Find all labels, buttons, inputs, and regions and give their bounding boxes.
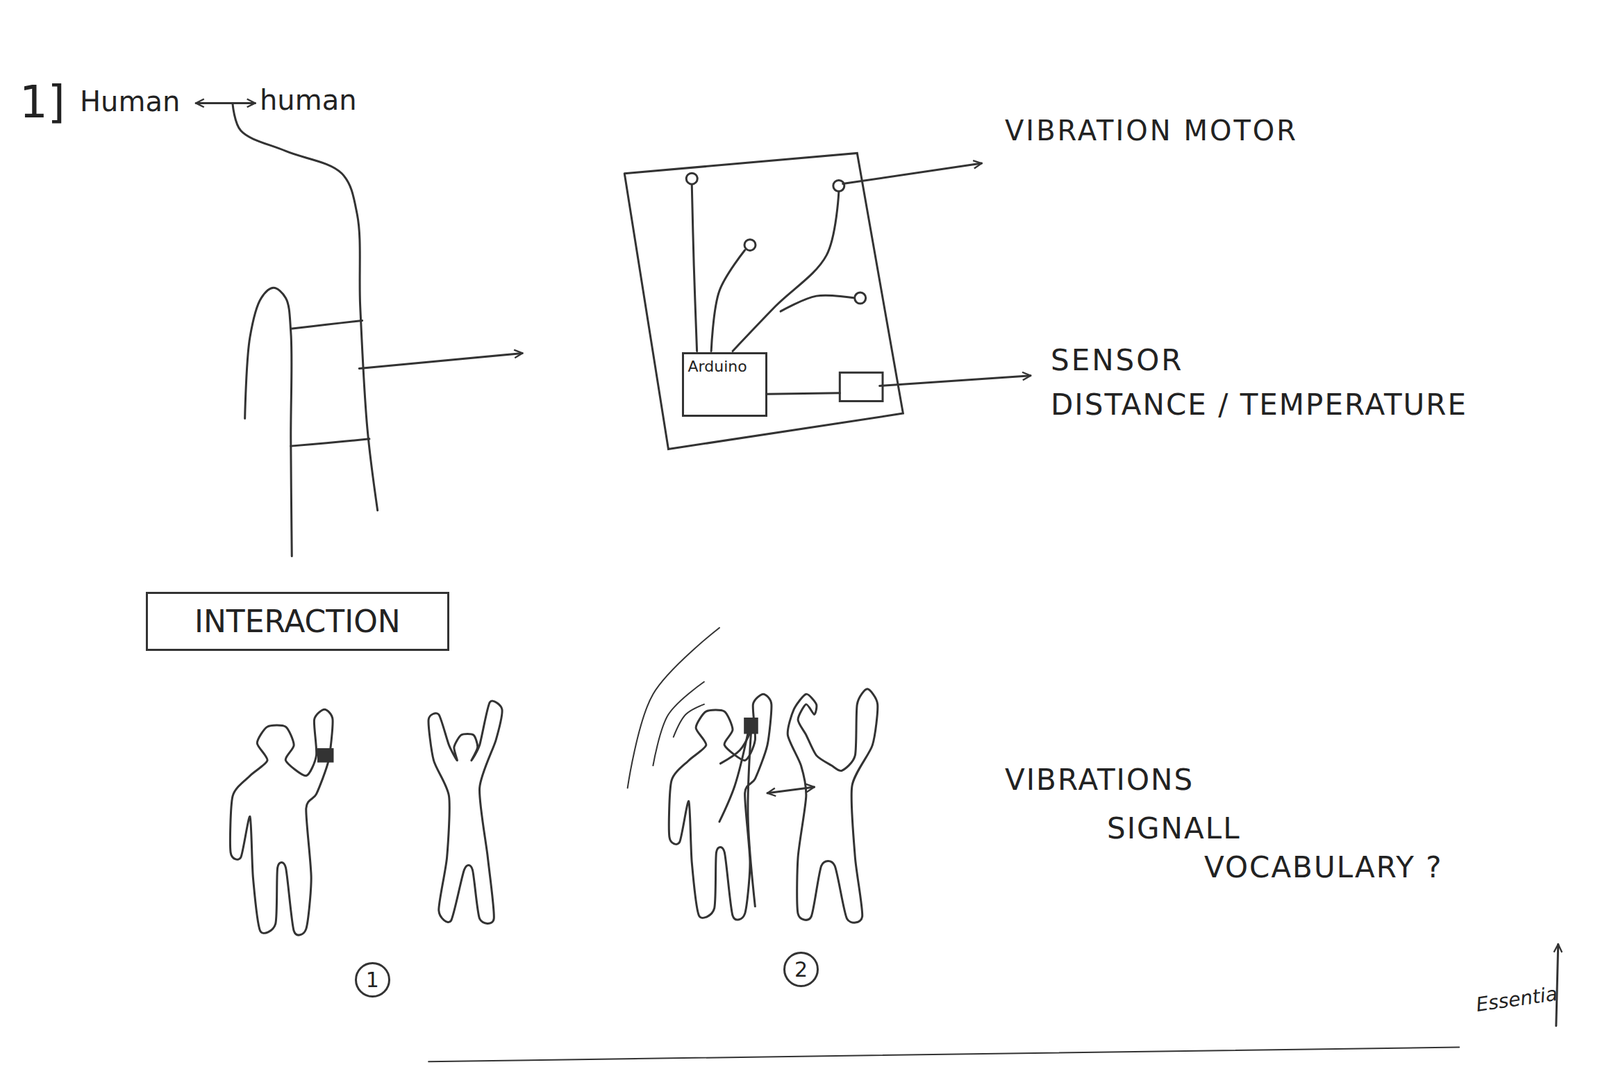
- vibration-motor-symbol: [686, 172, 698, 185]
- node-text: Arduino: [688, 358, 748, 375]
- arm-outline: [232, 104, 378, 511]
- node-text: INTERACTION: [194, 604, 401, 639]
- vibration-motor-symbol: [744, 239, 756, 251]
- vibration-wave: [673, 704, 705, 737]
- heading-word: human: [259, 84, 357, 116]
- section-number: 1]: [19, 77, 66, 127]
- arm-to-board-arrow: [359, 352, 523, 369]
- callout-number: 1: [354, 961, 391, 998]
- interaction-arrow: [767, 786, 815, 794]
- human-figure: [229, 709, 333, 935]
- human-figure: [787, 688, 878, 923]
- leader-arrow: [843, 163, 982, 184]
- section-label-box: INTERACTION: [145, 591, 449, 651]
- band-line: [290, 320, 363, 329]
- part-note: DISTANCE / TEMPERATURE: [1050, 388, 1468, 421]
- vibration-motor-symbol: [833, 179, 845, 191]
- node-text: 1: [365, 968, 380, 991]
- wristband: [317, 747, 335, 763]
- wire: [767, 393, 840, 394]
- wire: [711, 250, 745, 351]
- axis-note: Essentia: [1475, 983, 1560, 1016]
- wristband: [743, 717, 759, 735]
- wire: [691, 184, 697, 352]
- sensor-symbol: [839, 372, 883, 401]
- note: VIBRATIONS: [1004, 763, 1194, 796]
- vibration-wave: [652, 681, 704, 766]
- finger-outline: [245, 287, 293, 556]
- part-name: SENSOR: [1050, 344, 1185, 377]
- baseline: [428, 1047, 1460, 1062]
- axis-arrow: [1556, 943, 1559, 1026]
- vibration-motor-symbol: [854, 292, 866, 304]
- note: SIGNALL: [1106, 812, 1241, 845]
- human-figure: [428, 700, 503, 923]
- human-figure: [668, 693, 772, 920]
- board-outline: [624, 152, 903, 449]
- callout-number: 2: [783, 951, 819, 987]
- note: VOCABULARY ?: [1204, 851, 1444, 884]
- leader-arrow: [879, 375, 1031, 387]
- double-arrow: [195, 102, 255, 105]
- body-wire: [719, 732, 748, 822]
- part-name: VIBRATION MOTOR: [1004, 115, 1298, 146]
- body-wire: [747, 732, 755, 907]
- node-text: 2: [794, 957, 808, 981]
- vibration-wave: [627, 627, 720, 789]
- wire: [732, 191, 839, 351]
- wire: [780, 295, 855, 312]
- band-line: [290, 438, 370, 446]
- heading-word: Human: [79, 86, 180, 117]
- arduino-board: Arduino: [681, 352, 768, 417]
